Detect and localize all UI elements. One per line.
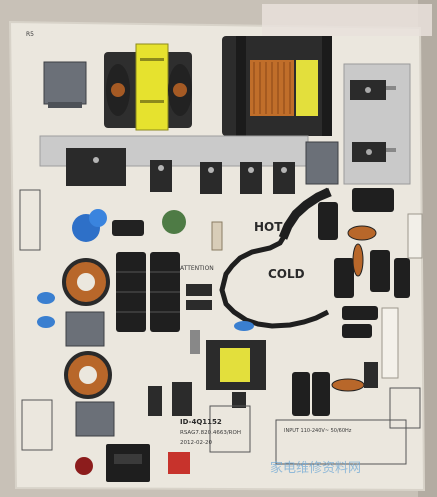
watermark-text: 家电维修资料网 [270,460,361,476]
mosfet-screws [93,157,287,173]
ref-label: R5 [26,31,34,38]
mosfet-2 [200,162,222,194]
screw [366,149,372,155]
winding-left [111,83,125,97]
blue-y-caps [37,292,55,328]
grey-x-capacitor [65,311,105,347]
silkscreen-outlines [19,189,421,465]
sec-inductor [347,225,377,241]
resistor [211,221,223,251]
cold-label: COLD [268,267,305,281]
isolation-trace-upper [278,187,332,240]
sec-cap-2 [352,188,394,212]
sec-cap-6 [342,306,378,320]
mosfet-1 [150,160,172,192]
grey-inductor-top [305,141,339,185]
out-inductor [331,378,365,392]
toroid-hole [79,366,97,384]
cap-ribs [116,271,180,313]
core-right [322,36,332,136]
small-ic [186,300,212,310]
pin [386,86,396,90]
attention-label: ATTENTION [180,265,214,272]
red-connector [168,452,190,474]
grey-relay-top-left [43,61,87,105]
sec-cap-4 [370,250,390,292]
transistor [148,386,162,416]
switch-rocker [114,454,142,464]
date-label: 2012-02-20 [180,440,212,446]
screw [365,87,371,93]
fuse [112,220,144,236]
white-connector-right [381,307,399,379]
input-note: INPUT 110-240V~ 50/60Hz [284,428,352,434]
transistor-2 [172,382,192,416]
pfc-tape [220,348,250,382]
optocoupler [232,392,246,408]
hot-label: HOT [254,220,283,234]
out-cap-1 [292,372,310,416]
tape-line [140,100,164,103]
bridge-rectifier [66,148,126,186]
blue-cap-small [89,209,107,227]
small-cap [190,330,200,354]
sec-inductor-2 [352,243,364,277]
green-capacitor [162,210,186,234]
out-cap-2 [312,372,330,416]
toroid-hole [77,273,95,291]
small-ic [186,284,212,296]
watermark-blur [262,4,432,36]
main-transformer-tape [296,60,318,116]
red-led [75,457,93,475]
winding-right [173,83,187,97]
sec-cap-7 [342,324,372,338]
out-transistor [364,362,378,388]
sec-cap-1 [318,202,338,240]
relay-base [48,102,82,108]
pin [386,148,396,152]
mosfet-4 [273,162,295,194]
copper-windings [253,62,291,114]
code-label: RSAG7.820.4663/ROH [180,430,241,436]
tape-line [140,58,164,61]
output-connector-right [407,213,423,259]
sec-cap-3 [334,258,354,298]
model-label: ID-4Q1152 [180,418,222,426]
sec-cap-5 [394,258,410,298]
blue-y-cap-center [234,321,254,331]
standby-transformer-coil [135,43,169,131]
grey-x-capacitor-2 [75,401,115,437]
core-left [236,36,246,136]
mosfet-3 [240,162,262,194]
